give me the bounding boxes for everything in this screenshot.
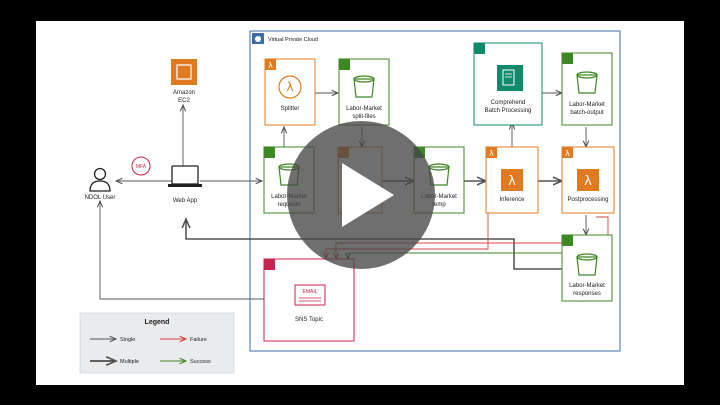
bucket-icon (576, 74, 598, 94)
play-button[interactable] (287, 121, 435, 269)
svg-text:λ: λ (584, 174, 592, 189)
lambda-icon (577, 169, 599, 191)
svg-text:λ: λ (268, 61, 273, 70)
legend-failure: Failure (190, 337, 207, 343)
lambda-icon (501, 169, 523, 191)
architecture-diagram: Virtual Private Cloud (79, 30, 621, 374)
laptop-icon (171, 165, 199, 185)
sns-label: SNS Topic (295, 317, 323, 323)
postprocessing-label: Postprocessing (567, 197, 608, 203)
svg-text:Labor-Market: Labor-Market (569, 102, 605, 108)
splitter-node: λ λ Splitter (264, 58, 316, 126)
postprocessing-node: λ λ Postprocessing (561, 146, 615, 214)
bucket-icon (353, 78, 375, 98)
split-files-node: Labor-Market split-files (338, 58, 390, 126)
legend: Legend Single Failure Multiple Success (79, 312, 235, 374)
svg-text:MFA: MFA (136, 164, 147, 170)
bucket-icon (576, 256, 598, 276)
vpc-cloud-icon (252, 33, 264, 44)
svg-text:Batch Processing: Batch Processing (485, 108, 532, 114)
svg-text:λ: λ (565, 149, 570, 158)
vpc-boundary (249, 30, 621, 352)
comprehend-node: Comprehend Batch Processing (473, 42, 543, 126)
batch-output-node: Labor-Market batch-output (561, 52, 613, 126)
svg-text:λ: λ (286, 80, 293, 94)
edge-sns-user (100, 201, 264, 300)
svg-text:responses: responses (573, 291, 601, 297)
play-icon (342, 163, 394, 227)
webapp-label: Web App (173, 198, 198, 204)
user-icon (93, 167, 107, 181)
user-label: NDOL User (85, 195, 116, 201)
lambda-icon (278, 75, 302, 99)
svg-text:Labor-Market: Labor-Market (421, 194, 457, 200)
responses-node: Labor-Market responses (561, 234, 613, 302)
ec2-node: Amazon EC2 (171, 59, 197, 104)
svg-text:λ: λ (489, 149, 494, 158)
email-icon (294, 284, 326, 306)
ec2-label-1: Amazon (173, 90, 195, 96)
legend-single: Single (120, 337, 135, 343)
edge-responses-webapp (186, 219, 562, 270)
comprehend-icon (497, 65, 523, 91)
legend-success: Success (190, 359, 211, 365)
mfa-badge: MFA (131, 156, 151, 176)
vpc-label: Virtual Private Cloud (268, 37, 318, 43)
webapp-node: Web App (168, 165, 202, 204)
inference-label: Inference (499, 197, 525, 203)
svg-text:EMAIL: EMAIL (302, 289, 317, 295)
svg-text:temp: temp (432, 202, 446, 208)
user-node: NDOL User (85, 167, 116, 201)
svg-text:Labor-Market: Labor-Market (569, 283, 605, 289)
svg-text:batch-output: batch-output (570, 110, 604, 116)
svg-text:Comprehend: Comprehend (491, 100, 526, 106)
svg-text:split-files: split-files (352, 114, 375, 120)
inference-node: λ λ Inference (485, 146, 539, 214)
splitter-label: Splitter (281, 106, 300, 112)
legend-title: Legend (145, 319, 170, 326)
legend-multiple: Multiple (120, 359, 139, 365)
svg-text:λ: λ (508, 174, 516, 189)
ec2-label-2: EC2 (178, 98, 190, 104)
sns-node: EMAIL SNS Topic (263, 258, 355, 342)
video-frame: Virtual Private Cloud (36, 21, 684, 385)
svg-text:Labor-Market: Labor-Market (346, 106, 382, 112)
